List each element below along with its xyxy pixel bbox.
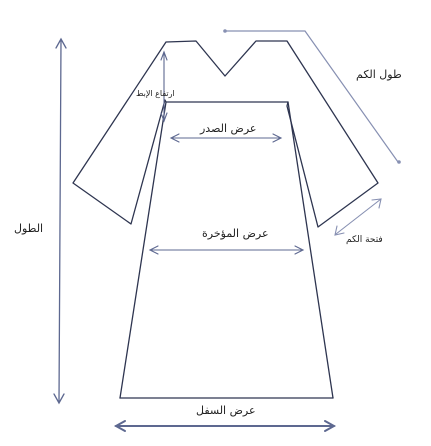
hem-width-arrow [113, 420, 337, 432]
chest-width-arrow [169, 133, 283, 143]
sleeve-opening-arrow [334, 198, 382, 236]
armpit-height-arrow [160, 50, 168, 123]
length-arrow [53, 37, 67, 405]
chest-width-label: عرض الصدر [200, 122, 257, 135]
sleeve-length-line [223, 29, 401, 164]
dress-outline-left-side [119, 101, 167, 399]
sleeve-length-label: طول الكم [356, 68, 402, 81]
dress-outline-right-side [287, 101, 334, 399]
dress-outline-top [72, 40, 379, 228]
back-width-arrow [148, 245, 305, 255]
hem-width-label: عرض السفل [196, 404, 256, 417]
length-label: الطول [14, 222, 44, 235]
armpit-height-label: ارتفاع الإبط [136, 89, 175, 98]
sleeve-opening-label: فتحة الكم [346, 235, 383, 245]
back-width-label: عرض المؤخرة [202, 227, 269, 240]
